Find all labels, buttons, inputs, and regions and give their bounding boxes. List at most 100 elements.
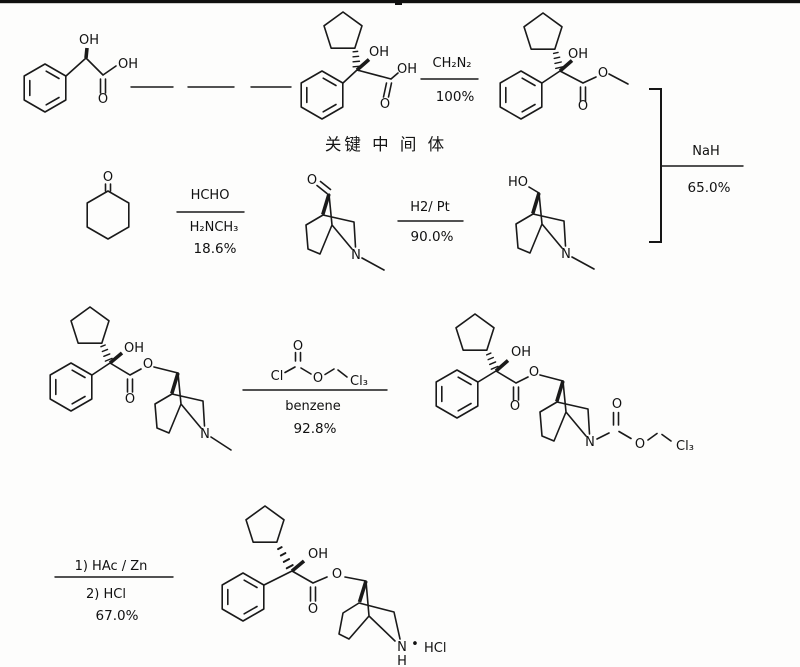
carbamate-intermediate: OH O O N O O Cl₃	[435, 313, 694, 454]
bracket	[649, 88, 662, 243]
oh-label: OH	[568, 47, 588, 62]
reagent-label: HCHO	[191, 188, 230, 203]
product-hcl-salt: OH O O N H • HCl	[221, 505, 446, 667]
bonds	[104, 183, 112, 192]
arrow-hydrogenation: H2/ Pt 90.0%	[397, 200, 464, 245]
o-label: O	[125, 392, 135, 407]
hashed-wedge-bond	[484, 351, 499, 370]
o-label: O	[529, 365, 539, 380]
o-label: O	[143, 357, 153, 372]
arrow-carbamoylation: Cl O O Cl₃ benzene 92.8%	[242, 339, 388, 437]
o-label: O	[103, 170, 113, 185]
bonds	[316, 180, 385, 271]
bonds	[477, 370, 672, 442]
reagent-label: CH₂N₂	[433, 56, 472, 71]
cyclopentyl-ring	[70, 306, 110, 345]
phenyl-ring	[221, 572, 265, 622]
ccl3-label: Cl₃	[676, 439, 694, 454]
wedge-bond	[355, 58, 371, 72]
cyclohexane-ring	[86, 190, 130, 240]
phenyl-ring	[49, 362, 93, 412]
arrow-deprotection: 1) HAc / Zn 2) HCl 67.0%	[54, 559, 174, 624]
ho-label: HO	[508, 175, 528, 190]
hashed-wedge-bond	[351, 50, 361, 68]
n-label: N	[200, 427, 210, 442]
arrow-mannich: HCHO H₂NCH₃ 18.6%	[176, 188, 245, 257]
azabicyclo-cage	[153, 371, 207, 435]
wedge-bond	[357, 580, 368, 603]
cyclopentyl-ring	[245, 505, 285, 544]
o-label: O	[510, 399, 520, 414]
o-label: O	[612, 397, 622, 412]
yield-label: 92.8%	[294, 421, 337, 437]
oh-label: OH	[397, 62, 417, 77]
bonds	[91, 362, 232, 451]
bonds	[541, 70, 629, 102]
hashed-wedge-bond	[99, 343, 113, 362]
cyclopentyl-ring	[523, 12, 563, 51]
azabicyclo-cage	[304, 192, 358, 256]
n-methyl-ester-intermediate: OH O O N	[49, 306, 232, 451]
hashed-wedge-bond	[551, 51, 564, 70]
azabicyclooctane-methanol: HO N	[508, 175, 595, 270]
o-label: O	[598, 66, 608, 81]
bonds	[528, 186, 595, 270]
o-label: O	[380, 97, 390, 112]
reagent-label: H₂NCH₃	[190, 220, 239, 235]
o-label: O	[313, 371, 323, 386]
cyclohexanone: O	[86, 170, 130, 240]
wedge-bond	[108, 351, 124, 365]
step1-label: 1) HAc / Zn	[75, 559, 148, 574]
azabicyclo-cage	[538, 379, 592, 443]
oh-label: OH	[79, 33, 99, 48]
o-label: O	[98, 92, 108, 107]
o-label: O	[635, 437, 645, 452]
phenyl-ring	[300, 70, 344, 120]
methyl-ester: OH O O	[499, 12, 629, 120]
oh-label: OH	[118, 57, 138, 72]
bonds	[342, 69, 399, 98]
oh-label: OH	[511, 345, 531, 360]
step2-label: 2) HCl	[86, 587, 126, 602]
wedge-bond	[494, 359, 510, 373]
phenyl-ring	[435, 369, 479, 419]
ccl3-label: Cl₃	[350, 374, 368, 389]
key-intermediate-acid: OH OH O	[300, 11, 417, 120]
h-label: H	[397, 654, 407, 667]
key-intermediate-note: 关键 中 间 体	[325, 135, 447, 154]
wedge-bond	[558, 59, 574, 73]
cyclopentyl-ring	[323, 11, 363, 50]
oh-label: OH	[369, 45, 389, 60]
combining-bracket: NaH 65.0%	[649, 88, 744, 243]
cl-label: Cl	[271, 369, 284, 384]
bonds	[65, 57, 117, 94]
n-label: N	[585, 435, 595, 450]
o-label: O	[308, 602, 318, 617]
o-label: O	[578, 99, 588, 114]
bonds	[263, 570, 401, 642]
oh-label: OH	[124, 341, 144, 356]
solvent-label: benzene	[285, 399, 341, 414]
o-label: O	[293, 339, 303, 354]
scan-mark	[395, 0, 402, 5]
reagent-label: NaH	[692, 144, 719, 159]
yield-label: 18.6%	[194, 241, 237, 257]
mandelic-acid: OH OH O	[23, 33, 138, 113]
hashed-wedge-bond	[275, 545, 294, 570]
hcl-label: HCl	[424, 641, 446, 656]
n-label: N	[397, 640, 407, 655]
oh-label: OH	[308, 547, 328, 562]
trichloroethyl-chloroformate: Cl O O Cl₃	[271, 339, 368, 389]
phenyl-ring	[23, 63, 67, 113]
salt-dot: •	[411, 637, 419, 652]
cyclopentyl-ring	[455, 313, 495, 352]
azabicyclooctane-carbaldehyde: O N	[304, 173, 385, 271]
yield-label: 67.0%	[96, 608, 139, 624]
wedge-bond	[84, 47, 89, 59]
yield-label: 65.0%	[688, 180, 731, 196]
n-label: N	[561, 247, 571, 262]
phenyl-ring	[499, 70, 543, 120]
wedge-bond	[290, 559, 306, 573]
